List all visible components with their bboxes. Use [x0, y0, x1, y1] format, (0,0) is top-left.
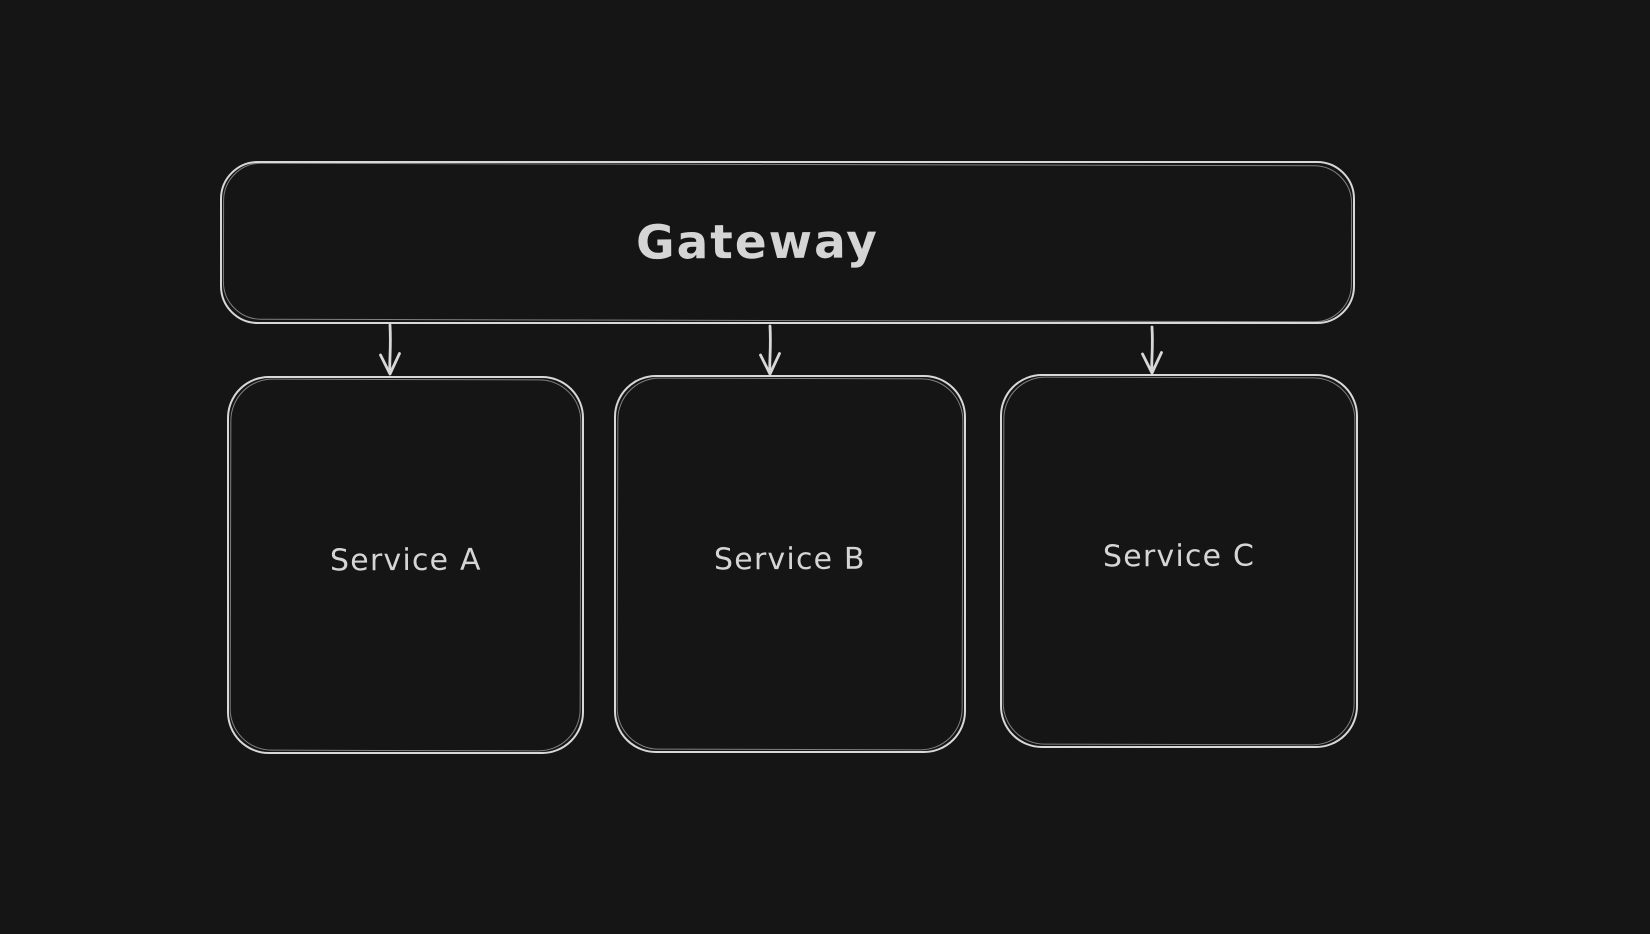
arrow-head — [1141, 351, 1163, 375]
node-label-gateway: Gateway — [635, 214, 880, 271]
node-service-c[interactable]: Service C — [1000, 374, 1358, 748]
arrow-shaft — [768, 324, 772, 375]
arrow-gateway-to-service-a[interactable] — [379, 323, 401, 376]
arrow-gateway-to-service-b[interactable] — [759, 324, 781, 376]
arrow-shaft — [1150, 325, 1154, 374]
arrow-head — [379, 352, 401, 376]
arrow-head — [759, 352, 781, 376]
arrow-gateway-to-service-c[interactable] — [1141, 325, 1163, 375]
node-label-service-a: Service A — [329, 542, 482, 578]
node-gateway[interactable]: Gateway — [220, 161, 1355, 324]
arrow-shaft — [388, 323, 392, 375]
node-label-service-c: Service C — [1102, 538, 1256, 574]
node-service-b[interactable]: Service B — [614, 375, 966, 753]
node-label-service-b: Service B — [714, 541, 866, 577]
node-service-a[interactable]: Service A — [227, 376, 584, 754]
